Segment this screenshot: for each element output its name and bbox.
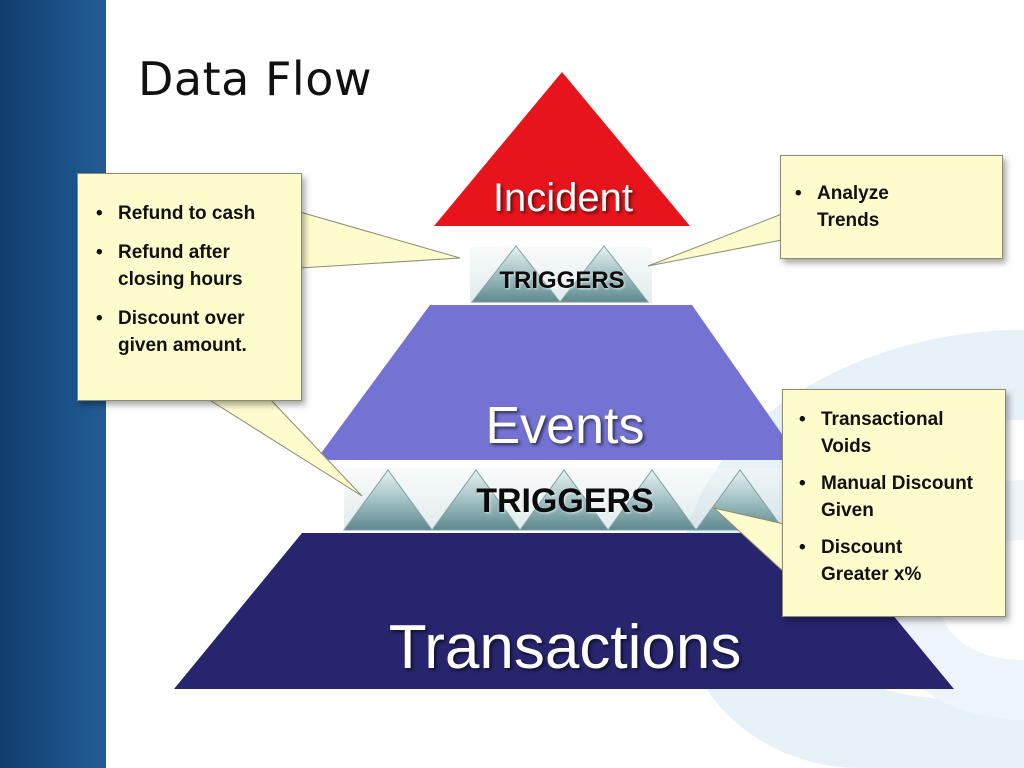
triggers-label-top: TRIGGERS: [499, 267, 625, 294]
tier-label-transactions: Transactions: [388, 613, 742, 682]
callout-top-right-list: Analyze Trends: [789, 180, 994, 234]
tier-transactions-shape: [174, 533, 954, 689]
triggers-label-bottom: TRIGGERS: [476, 482, 654, 520]
callout-top-right: Analyze Trends: [780, 155, 1003, 259]
callout-left-item: Discount over given amount.: [90, 305, 293, 359]
callout-top-right-item: Analyze Trends: [789, 180, 927, 234]
tier-events-shape: [316, 305, 800, 460]
triggers-bottom-band: [343, 468, 785, 531]
tier-label-events: Events: [485, 397, 645, 455]
callout-left-item: Refund after closing hours: [90, 239, 293, 293]
callout-bottom-right-item: Discount Greater x%: [793, 534, 951, 588]
callout-top-right-tail: [647, 213, 783, 267]
callout-left-list: Refund to cash Refund after closing hour…: [90, 200, 293, 359]
callout-bottom-right-list: Transactional Voids Manual Discount Give…: [793, 406, 999, 588]
callout-bottom-right-tail: [712, 507, 785, 574]
callout-left-tail-top: [299, 211, 461, 269]
callout-left-item: Refund to cash: [90, 200, 293, 227]
slide-title: Data Flow: [138, 52, 372, 106]
callout-bottom-right: Transactional Voids Manual Discount Give…: [782, 389, 1006, 617]
callout-left-tail-bottom: [206, 398, 363, 497]
triggers-top-band: [470, 245, 652, 303]
callout-left: Refund to cash Refund after closing hour…: [77, 173, 302, 401]
tier-incident-shape: [434, 72, 690, 226]
tier-label-incident: Incident: [492, 176, 634, 220]
callout-bottom-right-item: Manual Discount Given: [793, 470, 999, 524]
callout-bottom-right-item: Transactional Voids: [793, 406, 999, 460]
